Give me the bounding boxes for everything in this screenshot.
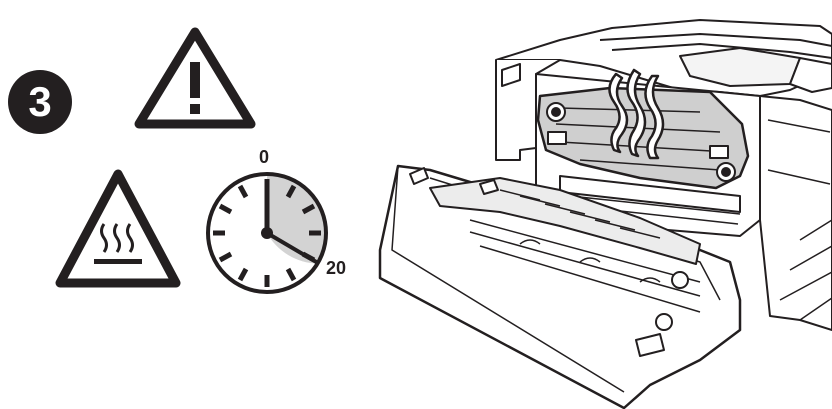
timer-start-label: 0 xyxy=(259,147,270,167)
hot-surface-icon xyxy=(55,169,181,288)
stopwatch-icon xyxy=(206,172,328,294)
step-number-badge: 3 xyxy=(8,70,72,134)
warning-exclamation-icon xyxy=(134,27,256,129)
step-number: 3 xyxy=(28,78,52,125)
timer-end-label: 20 xyxy=(326,258,347,278)
printer-illustration xyxy=(378,19,832,409)
